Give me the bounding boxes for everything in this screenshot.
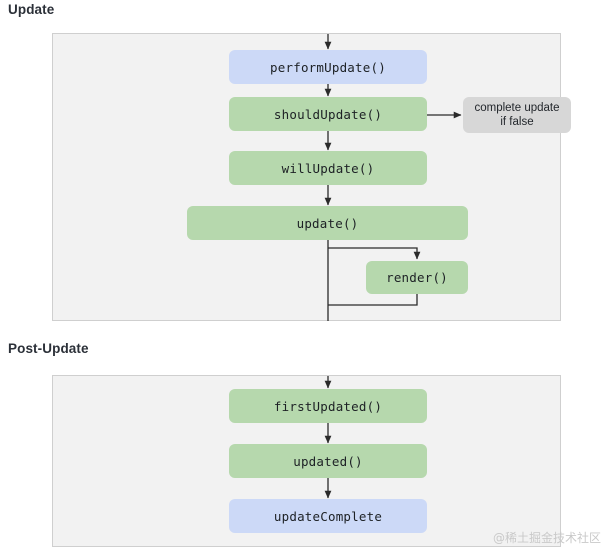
- complete-update-line-1: complete update: [474, 102, 560, 114]
- node-updated[interactable]: updated(): [229, 444, 427, 478]
- watermark: @稀土掘金技术社区: [492, 531, 601, 545]
- node-update-complete[interactable]: updateComplete: [229, 499, 427, 533]
- node-should-update[interactable]: shouldUpdate(): [229, 97, 427, 131]
- node-perform-update[interactable]: performUpdate(): [229, 50, 427, 84]
- node-will-update[interactable]: willUpdate(): [229, 151, 427, 185]
- node-complete-update-if-false[interactable]: complete update if false: [463, 97, 571, 133]
- complete-update-line-2: if false: [500, 116, 534, 128]
- node-update[interactable]: update(): [187, 206, 468, 240]
- complete-update-text: complete update if false: [474, 101, 559, 129]
- section-heading-update: Update: [8, 2, 55, 17]
- node-first-updated[interactable]: firstUpdated(): [229, 389, 427, 423]
- section-heading-post-update: Post-Update: [8, 341, 89, 356]
- node-render[interactable]: render(): [366, 261, 468, 294]
